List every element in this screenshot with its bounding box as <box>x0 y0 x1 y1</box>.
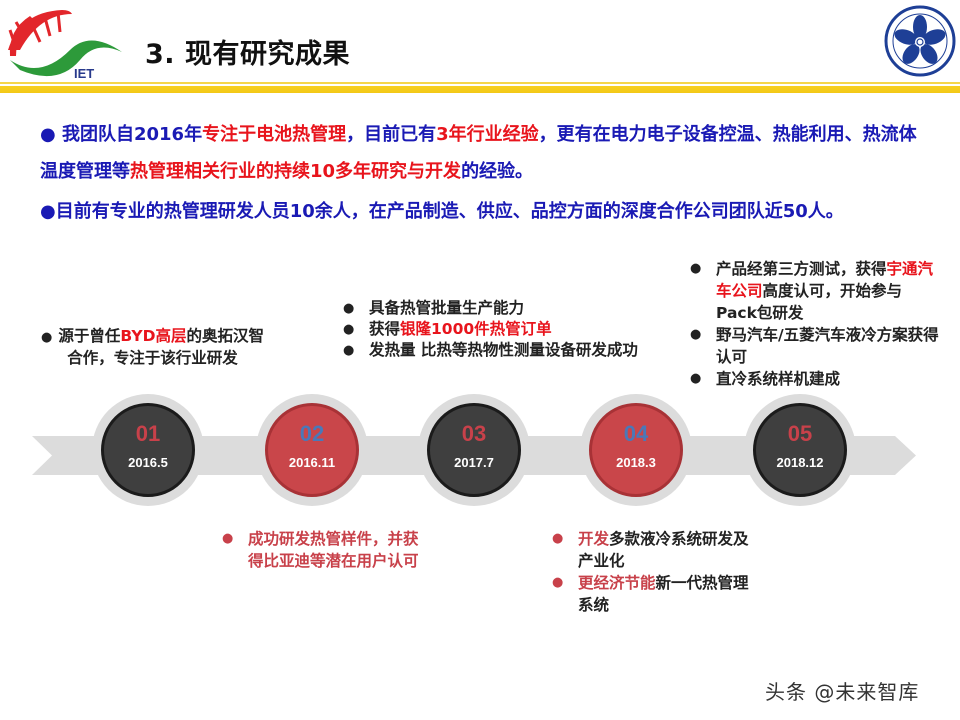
note-item: 成功研发热管样件，并获得比亚迪等潜在用户认可 <box>222 528 422 572</box>
intro-highlight: 专注于电池热管理 <box>202 124 347 145</box>
note-highlight: BYD高层 <box>120 327 187 345</box>
header-rule-thin <box>0 82 960 84</box>
watermark: 头条 @未来智库 <box>765 680 920 704</box>
note-highlight: 开发 <box>578 530 610 548</box>
node-date: 2016.5 <box>128 455 168 470</box>
intro-text: ，更有在电力电子设备控温、热能利用、热流体温度管理等 <box>40 124 917 182</box>
intro-paragraph-2: ●目前有专业的热管理研发人员10余人，在产品制造、供应、品控方面的深度合作公司团… <box>40 201 844 222</box>
note-highlight: 更经济节能 <box>578 574 656 592</box>
note-text: 发热量 比热等热物性测量设备研发成功 <box>369 341 638 359</box>
iet-logo: IET <box>8 10 122 81</box>
timeline-node-03: 03 2017.7 <box>418 394 530 506</box>
note-item: 野马汽车/五菱汽车液冷方案获得认可 <box>690 324 940 368</box>
note-text: 高度认可，开始参与Pack包研发 <box>716 282 903 322</box>
note-text: 获得 <box>369 320 401 338</box>
note-item: 更经济节能新一代热管理系统 <box>552 572 762 616</box>
note-highlight: 银隆1000件热管订单 <box>400 320 552 338</box>
node-number: 01 <box>135 421 161 446</box>
note-text: 多款液冷系统研发及产业化 <box>578 530 749 570</box>
note-item: 直冷系统样机建成 <box>690 368 940 390</box>
note-item: 开发多款液冷系统研发及产业化 <box>552 528 762 572</box>
node-date: 2017.7 <box>454 455 494 470</box>
cas-emblem-icon <box>884 5 956 77</box>
timeline-node-04: 04 2018.3 <box>580 394 692 506</box>
svg-text:IET: IET <box>74 66 94 81</box>
node-date: 2018.3 <box>616 455 656 470</box>
milestone-note-03: 具备热管批量生产能力 获得银隆1000件热管订单 发热量 比热等热物性测量设备研… <box>343 298 643 361</box>
node-date: 2018.12 <box>776 455 824 470</box>
note-text: 具备热管批量生产能力 <box>369 299 525 317</box>
note-highlight: 宇通汽车公司 <box>716 260 934 300</box>
note-text: 新一代热管理系统 <box>578 574 749 614</box>
page-title: 3. 现有研究成果 <box>145 39 350 70</box>
intro-text: ，目前已有 <box>346 124 437 145</box>
note-item: 获得银隆1000件热管订单 <box>343 319 643 340</box>
note-text: 直冷系统样机建成 <box>716 370 841 388</box>
note-item: 产品经第三方测试，获得宇通汽车公司高度认可，开始参与Pack包研发 <box>690 258 940 324</box>
milestone-note-04: 开发多款液冷系统研发及产业化 更经济节能新一代热管理系统 <box>552 528 762 616</box>
milestone-note-01: 源于曾任BYD高层的奥拓汉智合作，专注于该行业研发 <box>40 326 265 369</box>
milestone-note-05: 产品经第三方测试，获得宇通汽车公司高度认可，开始参与Pack包研发 野马汽车/五… <box>690 258 940 390</box>
milestone-note-02: 成功研发热管样件，并获得比亚迪等潜在用户认可 <box>222 528 422 572</box>
node-date: 2016.11 <box>288 455 336 470</box>
intro-highlight: 3年行业经验 <box>436 124 539 145</box>
timeline-node-05: 05 2018.12 <box>744 394 856 506</box>
node-number: 04 <box>623 421 649 446</box>
node-number: 03 <box>461 421 487 446</box>
header-rule-thick <box>0 86 960 93</box>
note-text: 产品经第三方测试，获得 <box>716 260 887 278</box>
intro-highlight: 热管理相关行业的持续10多年研究与开发 <box>130 161 462 182</box>
intro-paragraph-1: ● 我团队自2016年专注于电池热管理，目前已有3年行业经验，更有在电力电子设备… <box>40 116 930 190</box>
node-number: 05 <box>787 421 813 446</box>
timeline-node-01: 01 2016.5 <box>92 394 204 506</box>
note-item: 具备热管批量生产能力 <box>343 298 643 319</box>
note-text: 成功研发热管样件，并获得比亚迪等潜在用户认可 <box>248 530 419 570</box>
intro-text: 的经验。 <box>461 161 534 182</box>
note-item: 源于曾任BYD高层的奥拓汉智合作，专注于该行业研发 <box>40 326 265 369</box>
intro-text: ● 我团队自2016年 <box>40 124 203 145</box>
note-text: 野马汽车/五菱汽车液冷方案获得认可 <box>716 326 939 366</box>
node-number: 02 <box>299 421 325 446</box>
note-text: 的奥拓汉智合作，专注于该行业研发 <box>67 327 264 367</box>
note-text: 源于曾任 <box>58 327 121 345</box>
timeline-node-02: 02 2016.11 <box>256 394 368 506</box>
note-item: 发热量 比热等热物性测量设备研发成功 <box>343 340 643 361</box>
